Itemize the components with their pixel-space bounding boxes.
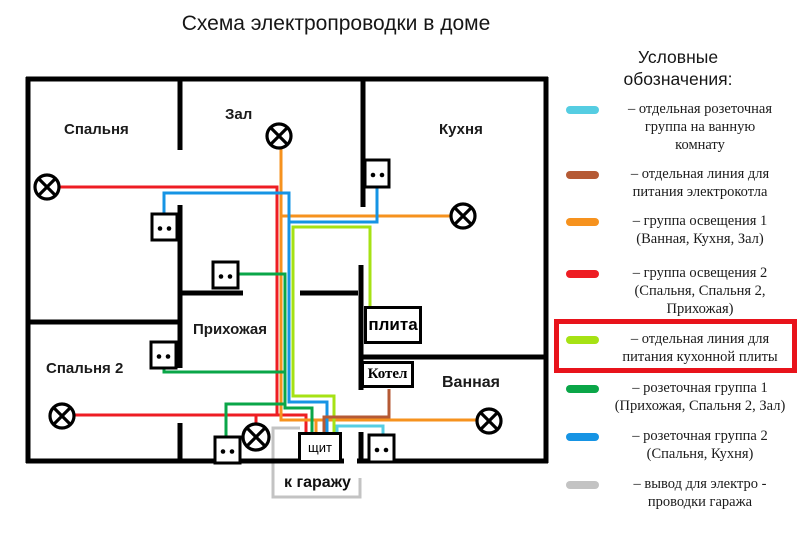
- legend-text: – вывод для электро - проводки гаража: [633, 476, 767, 510]
- legend-text: – отдельная линия для питания кухонной п…: [622, 331, 778, 365]
- boiler-box: Котел: [361, 361, 414, 388]
- wire-sockets2-blue-main: [162, 191, 329, 434]
- legend-heading: Условные обозначения:: [623, 47, 733, 89]
- wire-sockets1-green-main: [239, 272, 314, 434]
- legend-swatch-green: [566, 385, 599, 393]
- wire-sockets2-blue-kitchen: [289, 188, 379, 224]
- legend-swatch-gray: [566, 481, 599, 489]
- lamp-bedroom: [33, 173, 61, 201]
- socket-hallway: [213, 435, 242, 465]
- legend-swatch-cyan: [566, 106, 599, 114]
- legend-text: – отдельная розеточная группа на ванную …: [627, 101, 773, 153]
- room-label-hallway: Прихожая: [193, 321, 268, 338]
- room-label-kitchen: Кухня: [439, 121, 483, 138]
- garage-label: к гаражу: [284, 474, 351, 491]
- legend-swatch-orange: [566, 218, 599, 226]
- lamp-hall: [265, 122, 293, 150]
- socket-kitchen: [363, 158, 391, 189]
- sockets: [149, 158, 396, 465]
- legend-text: – группа освещения 2 (Спальня, Спальня 2…: [632, 265, 768, 317]
- socket-hall: [211, 260, 240, 290]
- legend-swatch-chartreuse: [566, 336, 599, 344]
- boiler-label: Котел: [367, 366, 408, 382]
- wire-stove-chartreuse: [291, 225, 372, 434]
- room-label-bedroom: Спальня: [64, 121, 129, 138]
- stove-box: плита: [364, 306, 422, 344]
- socket-bedroom2: [149, 340, 178, 370]
- wire-sockets1-green-hallway: [224, 402, 285, 438]
- legend-text: – группа освещения 1 (Ванная, Кухня, Зал…: [632, 213, 768, 247]
- legend: Условные обозначения: – отдельная розето…: [554, 0, 800, 534]
- panel-box: щит: [298, 432, 342, 463]
- socket-bathroom: [367, 433, 396, 464]
- lamp-bedroom2: [48, 402, 76, 430]
- stove-label: плита: [368, 315, 418, 334]
- room-label-hall: Зал: [225, 106, 253, 123]
- wire-lighting1-orange-main: [279, 148, 477, 422]
- legend-text: – розеточная группа 2 (Спальня, Кухня): [632, 428, 768, 462]
- socket-bedroom: [150, 212, 179, 242]
- lamp-hallway: [241, 422, 271, 452]
- page-title: Схема электропроводки в доме: [181, 12, 491, 35]
- wire-garage-gray: [271, 426, 362, 499]
- legend-swatch-blue: [566, 433, 599, 441]
- room-label-bedroom2: Спальня 2: [46, 360, 124, 377]
- wire-bathroom-cyan: [335, 424, 385, 438]
- lamps: [33, 122, 503, 452]
- lamp-bathroom: [475, 407, 503, 435]
- wire-boiler-brown: [322, 389, 391, 434]
- legend-swatch-red: [566, 270, 599, 278]
- wires: [59, 148, 477, 438]
- lamp-kitchen: [449, 202, 477, 230]
- legend-text: – отдельная линия для питания электрокот…: [630, 166, 770, 200]
- legend-text: – розеточная группа 1 (Прихожая, Спальня…: [614, 380, 786, 414]
- room-label-bathroom: Ванная: [442, 374, 501, 391]
- panel-label: щит: [308, 440, 332, 455]
- legend-swatch-brown: [566, 171, 599, 179]
